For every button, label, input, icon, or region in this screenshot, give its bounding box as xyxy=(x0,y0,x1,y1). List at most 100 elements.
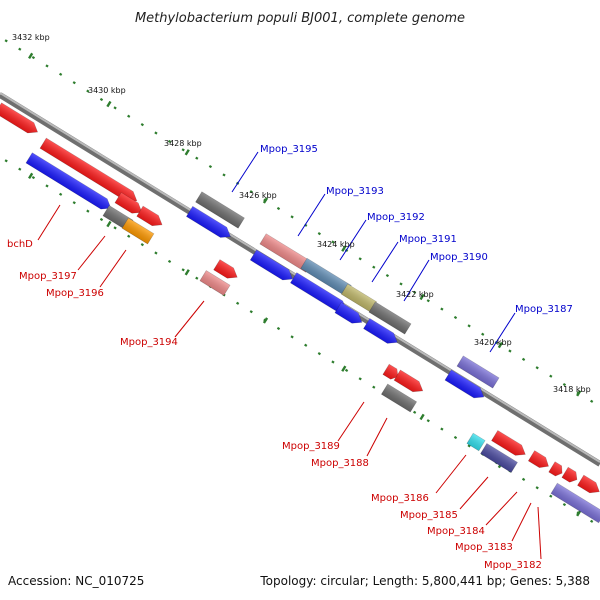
kbp-label: 3418 kbp xyxy=(553,385,591,394)
leader-line xyxy=(485,491,518,526)
leader-line xyxy=(337,401,365,442)
kbp-label: 3426 kbp xyxy=(239,191,277,200)
gene-features xyxy=(0,102,600,524)
gene-mpop-3188[interactable] xyxy=(380,383,418,413)
gene-mpop-3186[interactable] xyxy=(466,432,486,452)
leader-line xyxy=(339,219,367,261)
tick-dot xyxy=(167,139,172,143)
gene-label-mpop-3194[interactable]: Mpop_3194 xyxy=(120,337,178,348)
kbp-label: 3420 kbp xyxy=(474,338,512,347)
gene-label-mpop-3193[interactable]: Mpop_3193 xyxy=(326,186,384,197)
gene-label-mpop-3186[interactable]: Mpop_3186 xyxy=(371,493,429,504)
tick-dot xyxy=(4,39,8,43)
gene-label-mpop-3184[interactable]: Mpop_3184 xyxy=(427,526,485,537)
tick-dot xyxy=(521,477,526,481)
gene-shading xyxy=(195,191,245,229)
gene-label-mpop-3185[interactable]: Mpop_3185 xyxy=(400,510,458,521)
gene-label-bchd[interactable]: bchD xyxy=(7,239,33,250)
major-tick xyxy=(184,149,190,156)
gene-shading xyxy=(25,152,111,210)
gene-label-mpop-3183[interactable]: Mpop_3183 xyxy=(455,542,513,553)
major-tick xyxy=(262,197,269,204)
tick-dot xyxy=(72,81,76,85)
leader-line xyxy=(297,193,326,237)
kbp-label: 3424 kbp xyxy=(317,240,355,249)
gene-shading xyxy=(548,461,563,477)
major-tick xyxy=(184,269,190,276)
gene-shading xyxy=(186,206,231,238)
gene-label-mpop-3188[interactable]: Mpop_3188 xyxy=(311,458,369,469)
tick-dot xyxy=(413,410,417,414)
gene-labels-bottom: bchD Mpop_3197 Mpop_3196 Mpop_3194 Mpop_… xyxy=(7,239,542,571)
tick-dot xyxy=(167,259,172,263)
gene-blue-3190[interactable] xyxy=(363,318,401,347)
tick-dot xyxy=(331,240,335,244)
tick-dot xyxy=(195,156,199,160)
tick-dot xyxy=(399,282,403,286)
tick-dot xyxy=(358,257,362,261)
gene-blue-left[interactable] xyxy=(25,152,114,214)
tick-dot xyxy=(481,332,485,336)
kbp-labels: 3432 kbp 3430 kbp 3428 kbp 3426 kbp 3424… xyxy=(12,33,591,394)
gene-label-mpop-3192[interactable]: Mpop_3192 xyxy=(367,212,425,223)
gene-red-edge-top[interactable] xyxy=(0,102,41,137)
gene-label-mpop-3195[interactable]: Mpop_3195 xyxy=(260,144,318,155)
leader-line xyxy=(99,249,127,288)
gene-blue-3187[interactable] xyxy=(444,369,487,402)
gene-mpop-3190[interactable] xyxy=(368,301,412,335)
major-tick xyxy=(341,365,347,372)
leader-line xyxy=(231,151,259,193)
gene-mpop-3193[interactable] xyxy=(259,233,313,273)
gene-label-mpop-3190[interactable]: Mpop_3190 xyxy=(430,252,488,263)
tick-dot xyxy=(249,310,253,314)
gene-purple-edge[interactable] xyxy=(550,482,600,524)
gene-mpop-3182[interactable] xyxy=(561,466,580,485)
tick-dot xyxy=(276,326,281,331)
tick-dot xyxy=(140,123,144,127)
gene-blue-3195[interactable] xyxy=(186,205,233,241)
tick-dot xyxy=(195,276,199,280)
gene-mpop-3197[interactable] xyxy=(114,192,145,218)
gene-label-mpop-3191[interactable]: Mpop_3191 xyxy=(399,234,457,245)
gene-red-3189a[interactable] xyxy=(382,363,401,382)
gene-label-mpop-3182[interactable]: Mpop_3182 xyxy=(484,560,542,571)
tick-dot xyxy=(140,243,144,247)
gene-red-edge-right[interactable] xyxy=(577,474,600,497)
gene-shading xyxy=(341,283,377,313)
gene-mpop-3194[interactable] xyxy=(199,270,231,296)
gene-mpop-3187[interactable] xyxy=(456,355,500,389)
tick-dot xyxy=(426,299,430,303)
gene-mpop-3189[interactable] xyxy=(393,369,426,396)
gene-red-3194[interactable] xyxy=(213,259,241,283)
gene-shading xyxy=(466,433,486,451)
gene-blue-3191[interactable] xyxy=(334,302,365,328)
tick-dot xyxy=(249,190,253,194)
gene-mpop-3197b[interactable] xyxy=(136,205,165,230)
kbp-label: 3432 kbp xyxy=(12,33,50,42)
major-tick xyxy=(106,100,112,108)
tick-dot xyxy=(154,251,158,255)
tick-dot xyxy=(18,167,22,171)
tick-dot xyxy=(99,97,104,102)
gene-blue-3193[interactable] xyxy=(249,249,295,284)
gene-mpop-3184[interactable] xyxy=(527,450,551,472)
gene-red-3185[interactable] xyxy=(491,430,529,459)
gene-label-mpop-3196[interactable]: Mpop_3196 xyxy=(46,288,104,299)
gene-mpop-3185[interactable] xyxy=(480,443,518,473)
gene-mpop-3195[interactable] xyxy=(195,191,245,229)
gene-mpop-3196[interactable] xyxy=(121,217,155,245)
gene-label-mpop-3197[interactable]: Mpop_3197 xyxy=(19,271,77,282)
tick-dot xyxy=(590,399,594,403)
tick-dot xyxy=(385,273,390,278)
major-tick xyxy=(419,413,425,421)
tick-dot xyxy=(31,55,36,60)
gene-shading xyxy=(363,318,398,344)
gene-shading xyxy=(40,138,137,202)
gene-shading xyxy=(122,218,154,244)
gene-mpop-3183[interactable] xyxy=(548,461,566,479)
gene-label-mpop-3189[interactable]: Mpop_3189 xyxy=(282,441,340,452)
tick-dot xyxy=(181,148,185,152)
gene-label-mpop-3187[interactable]: Mpop_3187 xyxy=(515,304,573,315)
tick-dot xyxy=(344,368,349,372)
